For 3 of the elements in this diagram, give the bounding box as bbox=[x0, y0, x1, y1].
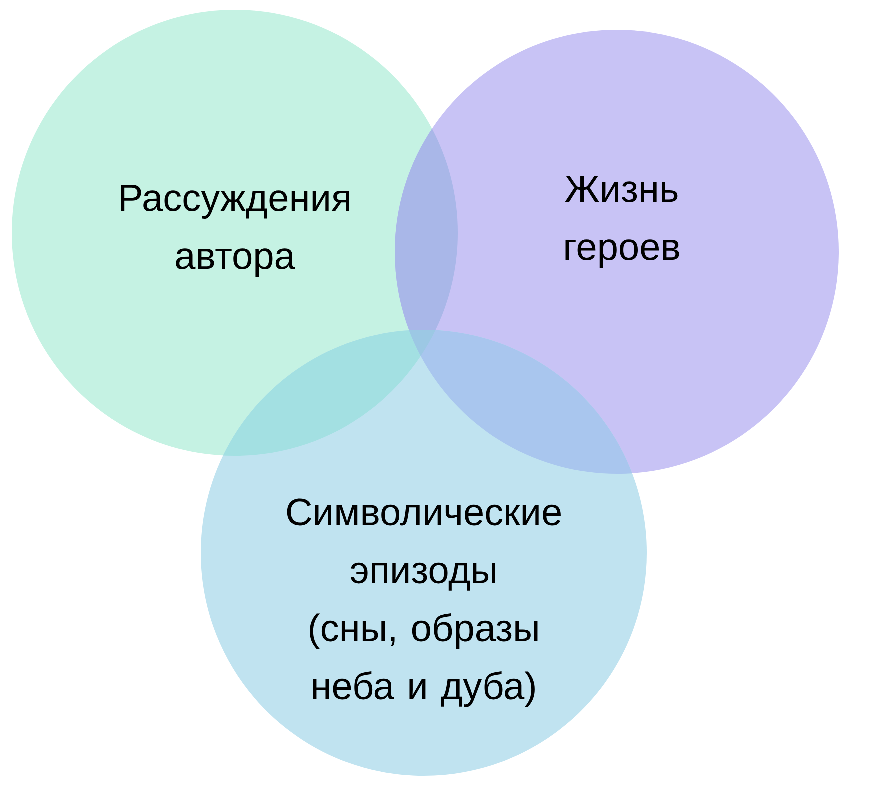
circle-label: Рассуждения автора bbox=[121, 184, 350, 277]
circle-label: Жизнь героев bbox=[565, 176, 680, 268]
circle-label: Символические эпизоды (сны, образы неба и дуба) bbox=[287, 498, 561, 708]
